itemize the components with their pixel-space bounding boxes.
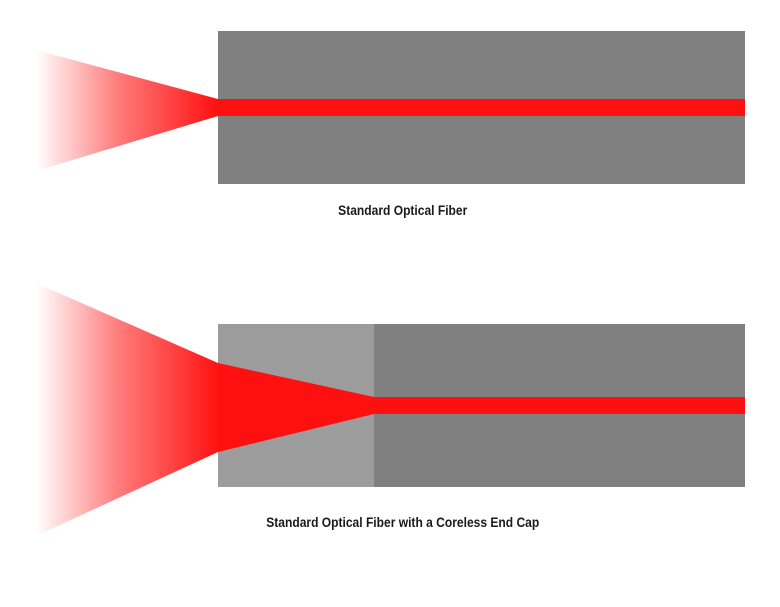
end-cap-input-beam xyxy=(36,283,374,536)
standard-fiber-caption: Standard Optical Fiber xyxy=(338,202,468,218)
standard-fiber-core-beam xyxy=(218,99,745,116)
standard-fiber-group xyxy=(36,31,745,184)
standard-input-beam xyxy=(36,50,218,171)
end-cap-fiber-group xyxy=(36,283,745,536)
end-cap-fiber-core-beam xyxy=(374,397,745,414)
end-cap-fiber-caption: Standard Optical Fiber with a Coreless E… xyxy=(266,514,540,530)
